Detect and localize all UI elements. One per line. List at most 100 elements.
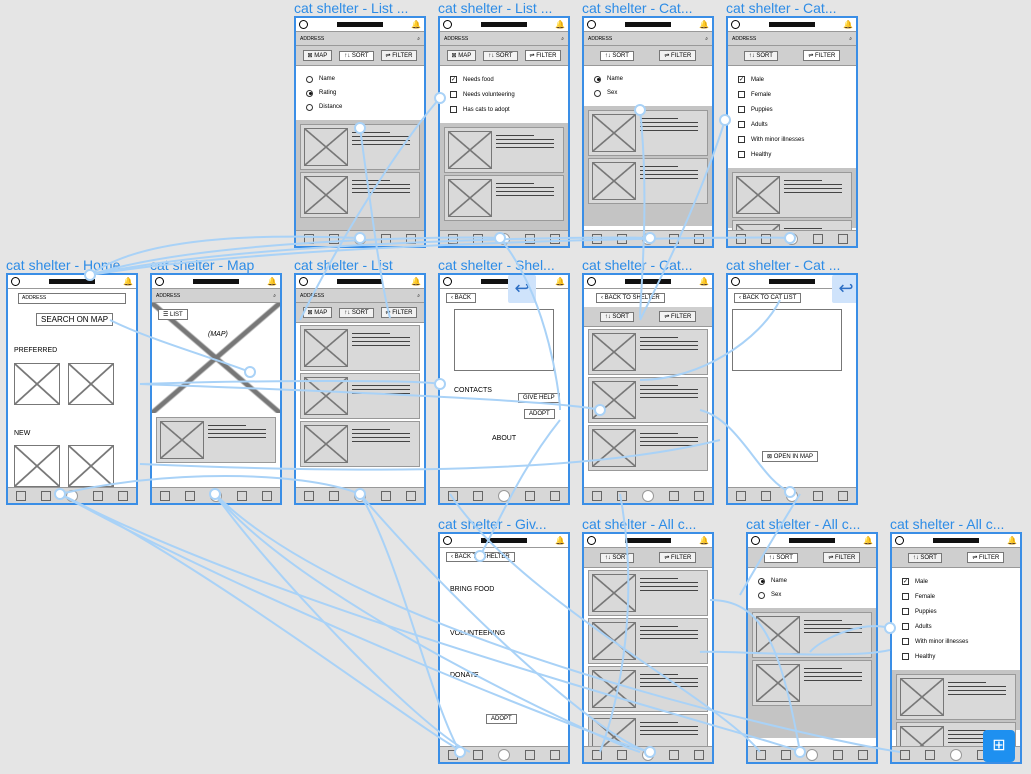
filter-button[interactable]: ⇌ FILTER — [823, 552, 861, 563]
sort-button[interactable]: ↑↓ SORT — [599, 50, 634, 61]
nav-search-icon[interactable] — [785, 489, 798, 502]
checkbox-icon[interactable] — [738, 151, 745, 158]
filter-button[interactable]: ⇌ FILTER — [380, 50, 418, 61]
checkbox-option[interactable]: ✓Male — [738, 72, 846, 87]
grid-menu-icon[interactable]: ⊞ — [983, 730, 1015, 762]
nav-search-icon[interactable] — [805, 748, 818, 761]
address-input[interactable]: ADDRESS — [18, 293, 126, 304]
checkbox-icon[interactable] — [450, 91, 457, 98]
nav-item-preferred-icon[interactable] — [118, 490, 129, 501]
search-icon[interactable]: ⌕ — [849, 35, 852, 42]
bell-icon[interactable]: 🔔 — [699, 535, 709, 545]
nav-item-adopt-icon[interactable] — [381, 490, 392, 501]
radio-option[interactable]: Name — [306, 72, 414, 86]
checkbox-option[interactable]: Adults — [738, 117, 846, 132]
avatar-icon[interactable] — [731, 20, 740, 29]
sort-button[interactable]: ↑↓ SORT — [599, 552, 634, 563]
nav-item-preferred-icon[interactable] — [262, 490, 273, 501]
avatar-icon[interactable] — [299, 20, 308, 29]
sort-button[interactable]: ↑↓ SORT — [339, 307, 374, 318]
radio-option[interactable]: Name — [594, 72, 702, 86]
address-bar[interactable]: ADDRESS⌕ — [296, 32, 424, 46]
nav-item-adopt-icon[interactable] — [237, 490, 248, 501]
nav-item-map-icon[interactable] — [184, 490, 195, 501]
back-button[interactable]: ‹ BACK TO CAT LIST — [734, 293, 802, 303]
nav-item-home-icon[interactable] — [591, 749, 602, 760]
search-icon[interactable]: ⌕ — [417, 292, 420, 299]
search-icon[interactable]: ⌕ — [705, 35, 708, 42]
list-item[interactable] — [588, 570, 708, 616]
adopt-button[interactable]: ADOPT — [486, 714, 517, 724]
nav-item-adopt-icon[interactable] — [525, 749, 536, 760]
list-item[interactable] — [300, 124, 420, 170]
nav-item-preferred-icon[interactable] — [550, 490, 561, 501]
cat-thumbnail[interactable] — [68, 363, 114, 405]
map-button[interactable]: ⊠ MAP — [302, 50, 333, 61]
list-item[interactable] — [752, 612, 872, 658]
nav-item-home-icon[interactable] — [899, 749, 910, 760]
nav-item-home-icon[interactable] — [591, 233, 602, 244]
nav-search-icon[interactable] — [641, 748, 654, 761]
nav-item-adopt-icon[interactable] — [669, 233, 680, 244]
nav-item-adopt-icon[interactable] — [669, 749, 680, 760]
nav-item-home-icon[interactable] — [447, 749, 458, 760]
nav-item-map-icon[interactable] — [760, 490, 771, 501]
nav-item-home-icon[interactable] — [735, 233, 746, 244]
back-arrow-icon[interactable]: ↩ — [508, 275, 536, 303]
nav-item-map-icon[interactable] — [924, 749, 935, 760]
checkbox-option[interactable]: ✓Needs food — [450, 72, 558, 87]
back-button[interactable]: ‹ BACK — [446, 293, 477, 303]
nav-item-map-icon[interactable] — [616, 233, 627, 244]
cat-thumbnail[interactable] — [14, 445, 60, 487]
sort-button[interactable]: ↑↓ SORT — [483, 50, 518, 61]
sort-button[interactable]: ↑↓ SORT — [763, 552, 798, 563]
photo-gallery[interactable] — [454, 309, 554, 371]
list-item[interactable] — [300, 373, 420, 419]
nav-item-map-icon[interactable] — [328, 490, 339, 501]
nav-item-preferred-icon[interactable] — [550, 749, 561, 760]
nav-item-adopt-icon[interactable] — [381, 233, 392, 244]
nav-item-home-icon[interactable] — [591, 490, 602, 501]
list-item[interactable] — [732, 172, 852, 218]
avatar-icon[interactable] — [11, 277, 20, 286]
bell-icon[interactable]: 🔔 — [411, 276, 421, 286]
search-icon[interactable]: ⌕ — [273, 292, 276, 299]
checkbox-option[interactable]: Adults — [902, 619, 1010, 634]
avatar-icon[interactable] — [587, 277, 596, 286]
checkbox-option[interactable]: Needs volunteering — [450, 87, 558, 102]
bell-icon[interactable]: 🔔 — [843, 19, 853, 29]
list-item[interactable] — [588, 377, 708, 423]
nav-search-icon[interactable] — [65, 489, 78, 502]
filter-button[interactable]: ⇌ FILTER — [803, 50, 841, 61]
nav-item-adopt-icon[interactable] — [813, 490, 824, 501]
bell-icon[interactable]: 🔔 — [267, 276, 277, 286]
list-item[interactable] — [588, 425, 708, 471]
checkbox-icon[interactable] — [902, 593, 909, 600]
nav-item-map-icon[interactable] — [472, 490, 483, 501]
nav-item-home-icon[interactable] — [735, 490, 746, 501]
search-icon[interactable]: ⌕ — [417, 35, 420, 42]
list-item[interactable] — [300, 172, 420, 218]
checkbox-option[interactable]: ✓Male — [902, 574, 1010, 589]
nav-item-home-icon[interactable] — [159, 490, 170, 501]
checkbox-icon[interactable] — [738, 91, 745, 98]
list-item[interactable] — [444, 175, 564, 221]
bell-icon[interactable]: 🔔 — [411, 19, 421, 29]
nav-item-adopt-icon[interactable] — [833, 749, 844, 760]
nav-item-home-icon[interactable] — [447, 490, 458, 501]
nav-item-adopt-icon[interactable] — [813, 233, 824, 244]
radio-icon[interactable] — [594, 89, 601, 97]
filter-button[interactable]: ⇌ FILTER — [659, 50, 697, 61]
sort-button[interactable]: ↑↓ SORT — [599, 311, 634, 322]
radio-icon[interactable] — [306, 89, 313, 97]
bell-icon[interactable]: 🔔 — [863, 535, 873, 545]
avatar-icon[interactable] — [299, 277, 308, 286]
bell-icon[interactable]: 🔔 — [555, 19, 565, 29]
checkbox-icon[interactable]: ✓ — [738, 76, 745, 83]
checkbox-option[interactable]: Female — [738, 87, 846, 102]
avatar-icon[interactable] — [155, 277, 164, 286]
avatar-icon[interactable] — [587, 20, 596, 29]
address-bar[interactable]: ADDRESS⌕ — [728, 32, 856, 46]
nav-item-preferred-icon[interactable] — [406, 233, 417, 244]
map-button[interactable]: ⊠ MAP — [446, 50, 477, 61]
